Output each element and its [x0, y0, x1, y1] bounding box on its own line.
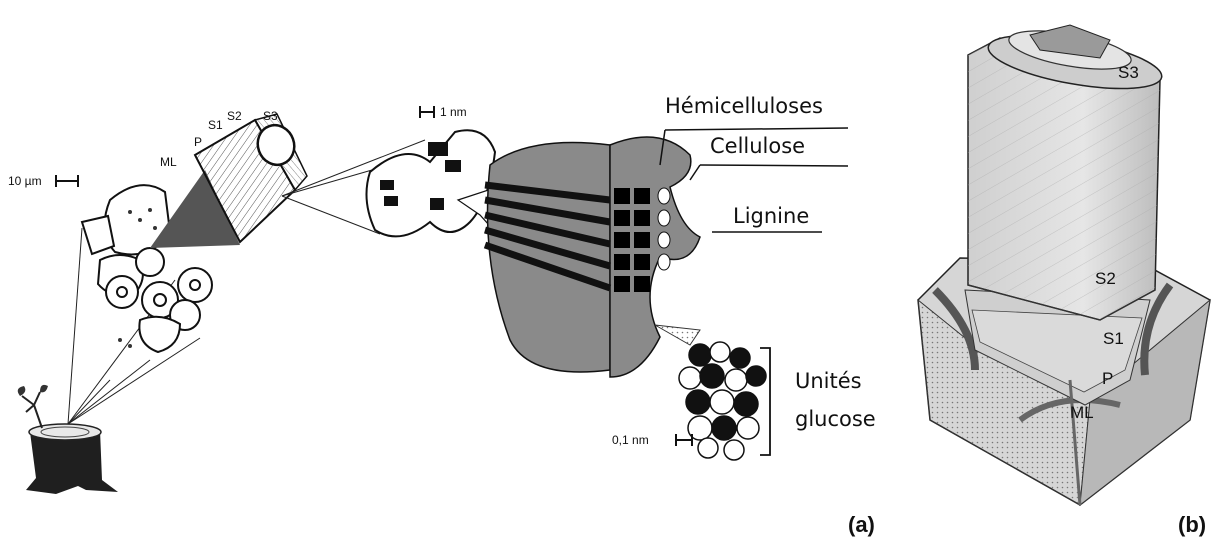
scale-label-1nm: 1 nm	[440, 106, 467, 118]
layer-label-p: P	[194, 136, 202, 148]
model-label-s2: S2	[1095, 270, 1116, 287]
glucose-cluster	[655, 325, 766, 460]
label-cellulose: Cellulose	[710, 136, 805, 157]
model-label-ml: ML	[1070, 404, 1094, 421]
layer-label-s1: S1	[208, 119, 223, 131]
panel-label-a: (a)	[848, 514, 875, 536]
layer-label-s3: S3	[263, 110, 278, 122]
cellulose-ultrastructure	[485, 137, 700, 377]
model-label-s1: S1	[1103, 330, 1124, 347]
glucose-bracket	[760, 348, 770, 455]
layer-label-s2: S2	[227, 110, 242, 122]
scale-label-10um: 10 µm	[8, 175, 42, 187]
model-label-s3: S3	[1118, 64, 1139, 81]
cell-wall-3d-model	[918, 23, 1210, 505]
label-glucose-units-line1: Unités	[795, 371, 862, 392]
scale-label-0-1nm: 0,1 nm	[612, 434, 649, 446]
label-lignine: Lignine	[733, 206, 809, 227]
label-glucose-units-line2: glucose	[795, 409, 876, 430]
model-label-p: P	[1102, 370, 1113, 387]
panel-label-b: (b)	[1178, 514, 1206, 536]
layer-label-ml: ML	[160, 156, 177, 168]
label-hemicelluloses: Hémicelluloses	[665, 96, 823, 117]
